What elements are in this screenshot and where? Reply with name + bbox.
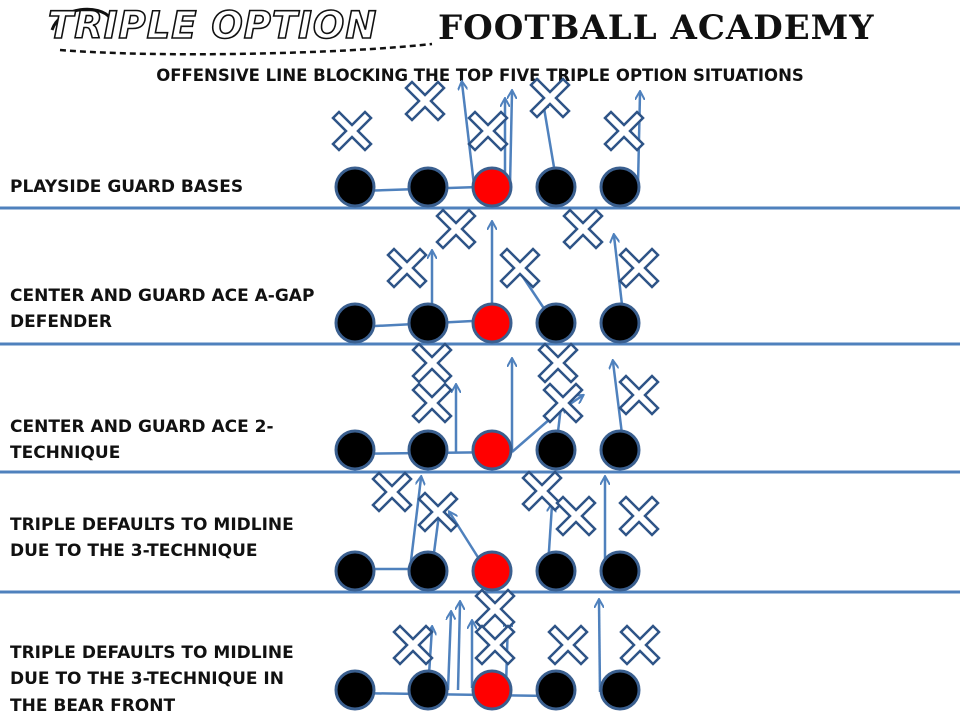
section-label-line: THE BEAR FRONT <box>10 695 176 716</box>
defender-x-icon <box>618 374 660 416</box>
defender-x-icon <box>467 110 509 152</box>
section-label-line: DEFENDER <box>10 312 112 333</box>
defender-x-icon <box>562 208 604 250</box>
lineman-circle <box>599 669 641 711</box>
section-label-line: DUE TO THE 3-TECHNIQUE IN <box>10 669 284 690</box>
center-lineman-circle <box>471 302 513 344</box>
block-arrow <box>599 601 600 693</box>
defender-x-icon <box>547 624 589 666</box>
logo-swoosh-icon <box>50 7 433 56</box>
section-label-line: PLAYSIDE GUARD BASES <box>10 177 244 197</box>
defender-x-icon <box>404 80 446 122</box>
defender-x-icon <box>411 382 453 424</box>
lineman-circle <box>599 302 641 344</box>
defender-x-icon <box>499 247 541 289</box>
block-arrow <box>510 92 512 187</box>
section-label-line: DUE TO THE 3-TECHNIQUE <box>10 541 258 562</box>
defender-x-icon <box>529 77 571 119</box>
block-path-line <box>351 691 553 698</box>
center-lineman-circle <box>471 166 513 208</box>
lineman-circle <box>599 550 641 592</box>
defender-x-icon <box>618 247 660 289</box>
lineman-circle <box>334 429 376 471</box>
section-label-line: TRIPLE DEFAULTS TO MIDLINE <box>10 515 294 535</box>
lineman-circle <box>407 302 449 344</box>
defender-x-icon <box>386 247 428 289</box>
lineman-circle <box>599 429 641 471</box>
lineman-circle <box>334 166 376 208</box>
defender-x-icon <box>619 624 661 666</box>
section-label-playside-guard-bases: PLAYSIDE GUARD BASES <box>10 174 243 200</box>
defender-x-icon <box>474 588 516 630</box>
defender-x-icon <box>521 470 563 512</box>
lineman-circle <box>535 302 577 344</box>
logo-script-text: TRIPLE OPTION <box>47 3 378 48</box>
center-lineman-circle <box>471 550 513 592</box>
lineman-circle <box>535 429 577 471</box>
lineman-circle <box>334 550 376 592</box>
defender-x-icon <box>392 624 434 666</box>
defender-x-icon <box>371 471 413 513</box>
defender-x-icon <box>537 342 579 384</box>
block-arrow <box>408 478 421 570</box>
defender-x-icon <box>555 495 597 537</box>
lineman-circle <box>334 302 376 344</box>
defender-x-icon <box>417 491 459 533</box>
defender-x-icon <box>435 208 477 250</box>
lineman-circle <box>535 550 577 592</box>
section-label-line: TRIPLE DEFAULTS TO MIDLINE <box>10 643 294 663</box>
defender-x-icon <box>474 624 516 666</box>
block-arrow <box>458 603 460 691</box>
defender-x-icon <box>542 382 584 424</box>
section-label-line: TECHNIQUE <box>10 443 121 464</box>
section-label-line: CENTER AND GUARD ACE 2- <box>10 417 274 437</box>
section-label-line: CENTER AND GUARD ACE A-GAP <box>10 286 315 306</box>
defender-x-icon <box>331 110 373 152</box>
lineman-circle <box>535 669 577 711</box>
lineman-circle <box>334 669 376 711</box>
block-arrow <box>462 83 476 186</box>
block-arrow <box>613 362 624 435</box>
section-label-center-guard-ace-2tech: CENTER AND GUARD ACE 2- TECHNIQUE <box>10 414 274 467</box>
block-arrow <box>448 613 451 691</box>
logo-bold-text: FOOTBALL ACADEMY <box>438 8 875 48</box>
lineman-circle <box>407 669 449 711</box>
defender-x-icon <box>603 110 645 152</box>
center-lineman-circle <box>471 429 513 471</box>
lineman-circle <box>599 166 641 208</box>
lineman-circle <box>407 166 449 208</box>
lineman-circle <box>407 550 449 592</box>
defender-x-icon <box>618 495 660 537</box>
page-subtitle: OFFENSIVE LINE BLOCKING THE TOP FIVE TRI… <box>156 66 804 85</box>
section-label-midline-3tech-bear: TRIPLE DEFAULTS TO MIDLINE DUE TO THE 3-… <box>10 640 294 719</box>
lineman-circle <box>407 429 449 471</box>
section-label-midline-3tech: TRIPLE DEFAULTS TO MIDLINE DUE TO THE 3-… <box>10 512 294 565</box>
section-label-center-guard-ace-agap: CENTER AND GUARD ACE A-GAP DEFENDER <box>10 283 314 336</box>
center-lineman-circle <box>471 669 513 711</box>
defender-x-icon <box>411 342 453 384</box>
lineman-circle <box>535 166 577 208</box>
